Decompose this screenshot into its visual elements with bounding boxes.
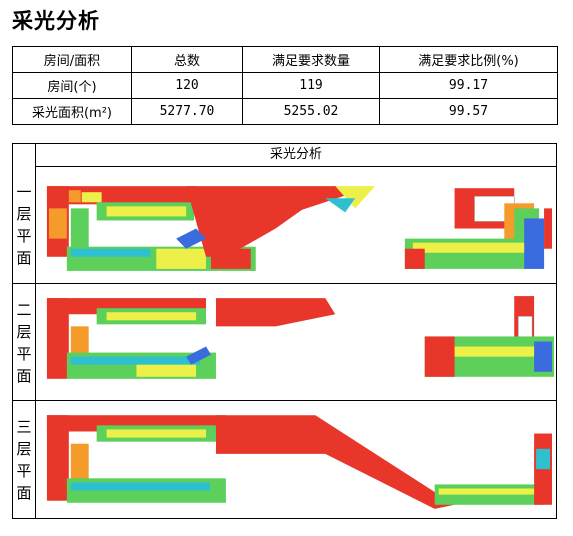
cell-total: 5277.70: [131, 98, 243, 125]
label-char: 面: [16, 366, 32, 385]
label-char: 面: [16, 248, 32, 267]
floor-1-plan-image: [37, 168, 554, 281]
floor-3-plan-image: [37, 403, 554, 517]
header-meet-count: 满足要求数量: [242, 46, 380, 73]
header-meet-ratio: 满足要求比例(%): [379, 46, 558, 73]
page-title: 采光分析: [12, 9, 100, 33]
row-label: 采光面积(m²): [12, 98, 132, 125]
floor-1-row: 一 层 平 面: [13, 166, 556, 283]
label-char: 一: [16, 182, 32, 201]
table-row: 采光面积(m²) 5277.70 5255.02 99.57: [12, 98, 558, 125]
label-char: 层: [16, 322, 32, 341]
floor-3-label: 三 层 平 面: [13, 401, 36, 519]
label-char: 层: [16, 204, 32, 223]
row-label: 房间(个): [12, 72, 132, 99]
summary-table: 房间/面积 总数 满足要求数量 满足要求比例(%) 房间(个) 120 119 …: [12, 46, 558, 125]
analysis-panel: 采光分析 一 层 平 面: [12, 143, 557, 519]
cell-meet-count: 5255.02: [242, 98, 380, 125]
cell-meet-ratio: 99.17: [379, 72, 558, 99]
header-room-area: 房间/面积: [12, 46, 132, 73]
analysis-header: 采光分析: [35, 144, 556, 167]
table-header-row: 房间/面积 总数 满足要求数量 满足要求比例(%): [12, 46, 558, 73]
label-char: 平: [16, 226, 32, 245]
label-char: 面: [16, 484, 32, 502]
label-char: 平: [16, 344, 32, 363]
label-char: 平: [16, 462, 32, 480]
floor-2-plan-image: [37, 286, 554, 399]
floor-2-row: 二 层 平 面: [13, 283, 556, 401]
cell-meet-count: 119: [242, 72, 380, 99]
label-char: 层: [16, 440, 32, 458]
table-row: 房间(个) 120 119 99.17: [12, 72, 558, 99]
floor-3-row: 三 层 平 面: [13, 400, 556, 519]
cell-total: 120: [131, 72, 243, 99]
header-total: 总数: [131, 46, 243, 73]
label-char: 二: [16, 300, 32, 319]
label-char: 三: [16, 418, 32, 436]
cell-meet-ratio: 99.57: [379, 98, 558, 125]
floor-2-label: 二 层 平 面: [13, 284, 36, 401]
floor-1-label: 一 层 平 面: [13, 166, 36, 283]
